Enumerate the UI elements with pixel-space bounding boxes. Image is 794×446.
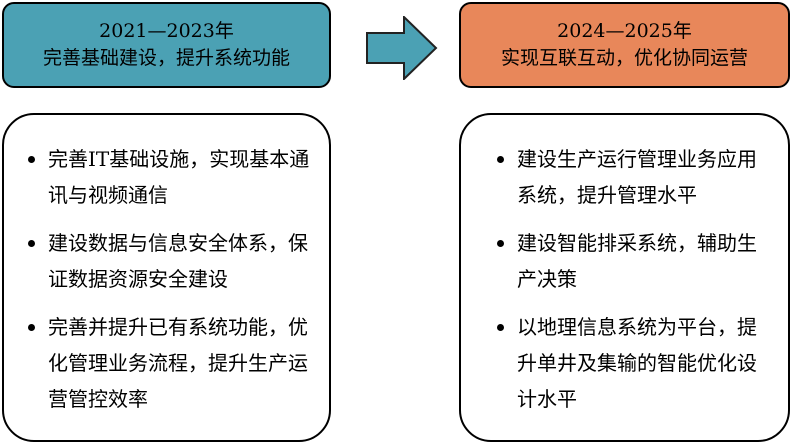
right-arrow-icon	[366, 16, 438, 80]
bullet-dot-icon	[497, 156, 504, 163]
bullet-dot-icon	[28, 240, 35, 247]
bullet-dot-icon	[497, 324, 504, 331]
right-phase-theme: 实现互联互动，优化协同运营	[500, 47, 748, 69]
bullet-dot-icon	[28, 156, 35, 163]
bullet-text: 完善IT基础设施，实现基本通讯与视频通信	[48, 147, 310, 207]
right-phase-header: 2024—2025年 实现互联互动，优化协同运营	[459, 2, 790, 88]
bullet-item: 完善IT基础设施，实现基本通讯与视频通信	[28, 141, 315, 213]
left-phase-years: 2021—2023年	[99, 20, 234, 42]
bullet-item: 完善并提升已有系统功能，优化管理业务流程，提升生产运营管控效率	[28, 309, 315, 417]
bullet-text: 完善并提升已有系统功能，优化管理业务流程，提升生产运营管控效率	[48, 315, 308, 411]
right-phase-panel: 建设生产运行管理业务应用系统，提升管理水平 建设智能排采系统，辅助生产决策 以地…	[459, 113, 790, 442]
bullet-dot-icon	[28, 324, 35, 331]
arrow-shape	[366, 16, 438, 80]
bullet-text: 建设生产运行管理业务应用系统，提升管理水平	[517, 147, 757, 207]
bullet-item: 建设智能排采系统，辅助生产决策	[497, 225, 774, 297]
left-phase-theme: 完善基础建设，提升系统功能	[42, 47, 290, 69]
bullet-item: 以地理信息系统为平台，提升单井及集输的智能优化设计水平	[497, 309, 774, 417]
bullet-text: 建设智能排采系统，辅助生产决策	[517, 231, 757, 291]
right-bullet-list: 建设生产运行管理业务应用系统，提升管理水平 建设智能排采系统，辅助生产决策 以地…	[497, 141, 774, 417]
left-phase-panel: 完善IT基础设施，实现基本通讯与视频通信 建设数据与信息安全体系，保证数据资源安…	[2, 113, 331, 442]
left-bullet-list: 完善IT基础设施，实现基本通讯与视频通信 建设数据与信息安全体系，保证数据资源安…	[28, 141, 315, 417]
bullet-dot-icon	[497, 240, 504, 247]
bullet-item: 建设生产运行管理业务应用系统，提升管理水平	[497, 141, 774, 213]
right-phase-years: 2024—2025年	[557, 20, 692, 42]
left-phase-header: 2021—2023年 完善基础建设，提升系统功能	[2, 2, 331, 88]
bullet-item: 建设数据与信息安全体系，保证数据资源安全建设	[28, 225, 315, 297]
bullet-text: 建设数据与信息安全体系，保证数据资源安全建设	[48, 231, 308, 291]
bullet-text: 以地理信息系统为平台，提升单井及集输的智能优化设计水平	[517, 315, 757, 411]
